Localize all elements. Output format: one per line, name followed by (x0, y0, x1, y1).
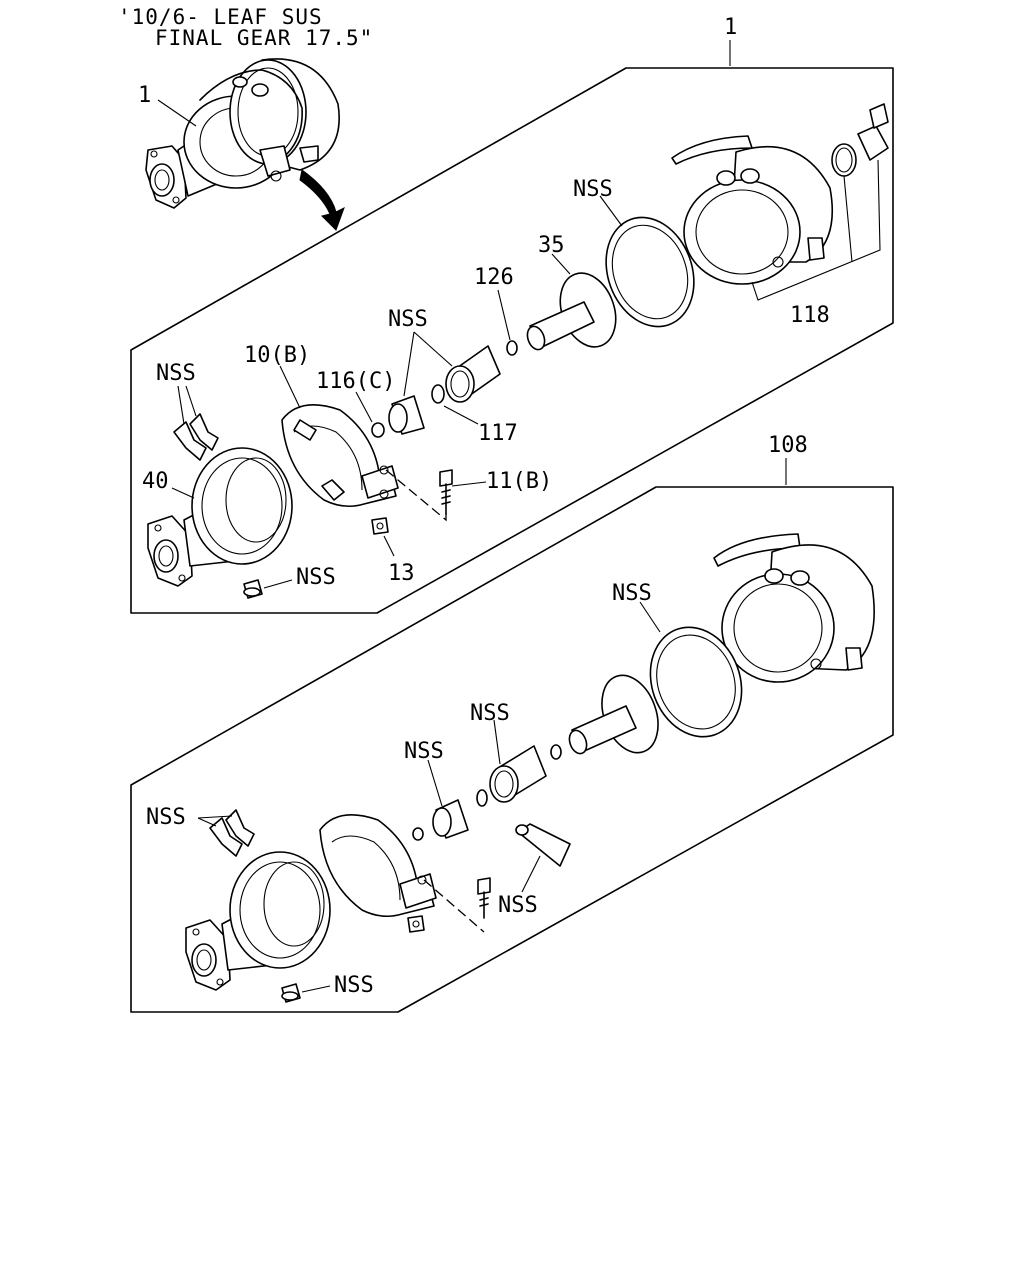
part-shaft (526, 272, 617, 351)
part-gasket-lower (649, 626, 743, 738)
label-nut: 13 (388, 561, 415, 586)
label-nss-gasket: NSS (573, 177, 613, 202)
part-nut (371, 517, 389, 535)
assembly-box-1 (130, 67, 894, 614)
part-boot-lower (476, 745, 547, 807)
part-gasket (605, 216, 695, 328)
label-nss-screw: NSS (296, 565, 336, 590)
part-boot (431, 345, 501, 404)
label-spacer: 126 (474, 265, 514, 290)
label-nss-boot-lower: NSS (470, 701, 510, 726)
label-nss-screw-lower: NSS (334, 973, 374, 998)
part-shoe (281, 404, 399, 508)
part-chamber-lower (713, 533, 875, 683)
part-washer (371, 422, 385, 438)
part-spacer (506, 340, 518, 356)
label-nss-gasket-lower: NSS (612, 581, 652, 606)
part-nut-lower (407, 915, 425, 933)
label-assembly-alt: 108 (768, 433, 808, 458)
header-line-1: '10/6- LEAF SUS (118, 5, 323, 29)
part-flange (147, 447, 293, 587)
part-bushing (388, 395, 425, 435)
label-washer: 116(C) (316, 369, 395, 394)
label-nss-sensor: NSS (498, 893, 538, 918)
label-assembly-top-view: 1 (138, 83, 151, 108)
assembled-brake-chamber (145, 58, 345, 231)
assembly-box-108 (130, 486, 894, 1013)
label-assembly-main: 1 (724, 15, 737, 40)
part-chamber-118 (671, 103, 889, 301)
part-bolt-lower (477, 877, 491, 919)
label-nss-boot: NSS (388, 307, 428, 332)
header-line-2: FINAL GEAR 17.5" (155, 26, 373, 50)
label-shaft: 35 (538, 233, 565, 258)
label-nss-bushing-lower: NSS (404, 739, 444, 764)
part-bolt (439, 469, 453, 515)
part-sensor (515, 823, 571, 867)
label-nss-clips-lower: NSS (146, 805, 186, 830)
part-bushing-lower (432, 799, 469, 839)
label-shoe: 10(B) (244, 343, 310, 368)
part-screw-lower (281, 983, 301, 1003)
label-flange: 40 (142, 469, 169, 494)
label-nss-clips: NSS (156, 361, 196, 386)
label-chamber: 118 (790, 303, 830, 328)
part-shaft-lower (550, 674, 659, 760)
part-flange-lower (185, 851, 331, 991)
part-clips (173, 413, 219, 461)
part-screw (243, 579, 263, 599)
part-clips-lower (209, 809, 255, 857)
label-bolt: 11(B) (486, 469, 552, 494)
part-washer-lower (412, 827, 424, 841)
label-oring: 117 (478, 421, 518, 446)
